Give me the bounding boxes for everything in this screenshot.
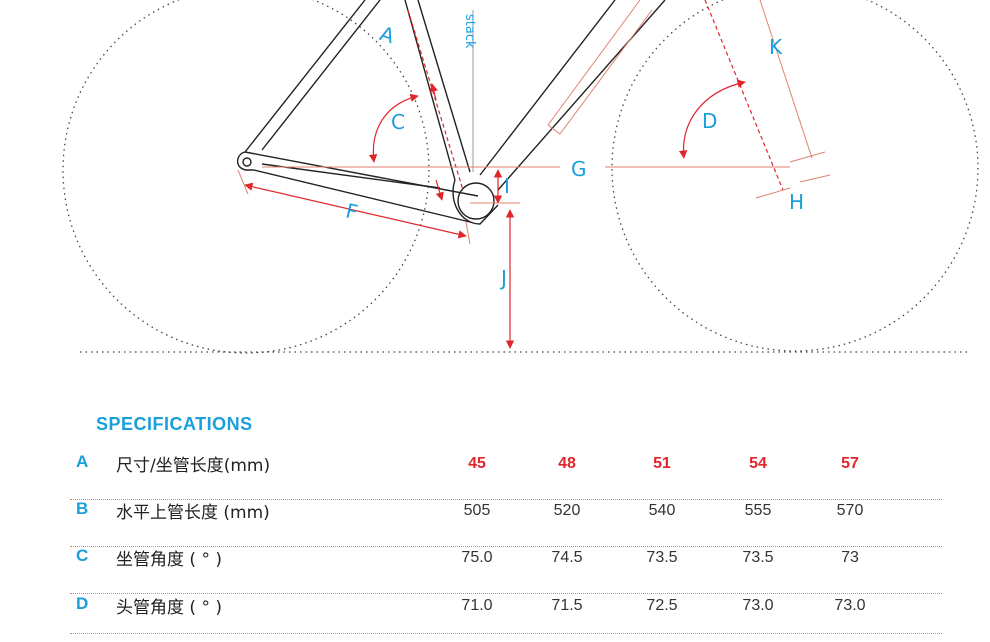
value-cell: 71.0 xyxy=(461,597,493,614)
row-divider xyxy=(70,499,942,500)
label-i: I xyxy=(504,174,510,198)
row-name: 头管角度 ( ° ) xyxy=(116,598,222,618)
bike-geometry-diagram: A stack C D G I F H J K xyxy=(62,0,979,354)
size-54: 54 xyxy=(749,455,767,472)
label-stack: stack xyxy=(462,14,477,49)
row-divider xyxy=(70,546,942,547)
value-cell: 75.0 xyxy=(461,549,493,566)
downtube-decal xyxy=(547,0,653,135)
front-wheel-outline xyxy=(611,0,979,352)
value-cell: 505 xyxy=(463,502,491,519)
value-cell: 71.5 xyxy=(551,597,583,614)
row-name: 坐管角度 ( ° ) xyxy=(116,550,222,570)
size-51: 51 xyxy=(653,455,671,472)
value-cell: 555 xyxy=(744,502,772,519)
label-g: G xyxy=(571,157,587,181)
value-cell: 73.0 xyxy=(834,597,866,614)
row-key: A xyxy=(76,452,89,471)
size-45: 45 xyxy=(468,455,486,472)
bike-frame xyxy=(236,0,666,225)
size-57: 57 xyxy=(841,455,859,472)
value-cell: 570 xyxy=(836,502,864,519)
label-j: J xyxy=(499,266,507,290)
spec-row-c: C 坐管角度 ( ° ) 75.0 74.5 73.5 73.5 73 xyxy=(70,546,942,594)
label-h: H xyxy=(789,190,804,214)
value-cell: 74.5 xyxy=(551,549,583,566)
spec-row-a: A 尺寸/坐管长度(mm) 45 48 51 54 57 xyxy=(70,452,942,500)
size-48: 48 xyxy=(558,455,576,472)
row-divider xyxy=(70,633,942,634)
value-cell: 73 xyxy=(841,549,859,566)
row-name: 尺寸/坐管长度(mm) xyxy=(116,456,271,476)
row-key: D xyxy=(76,594,89,613)
value-cell: 73.0 xyxy=(742,597,774,614)
value-cell: 540 xyxy=(648,502,676,519)
value-cell: 72.5 xyxy=(646,597,678,614)
row-divider xyxy=(70,593,942,594)
value-cell: 520 xyxy=(553,502,581,519)
dimension-lines xyxy=(237,0,831,349)
bottom-bracket xyxy=(457,182,495,220)
row-name: 水平上管长度 (mm) xyxy=(116,503,270,523)
row-key: B xyxy=(76,499,89,518)
label-f: F xyxy=(344,199,361,225)
label-a: A xyxy=(377,21,398,48)
label-k: K xyxy=(769,35,783,59)
row-key: C xyxy=(76,546,89,565)
spec-row-d: D 头管角度 ( ° ) 71.0 71.5 72.5 73.0 73.0 xyxy=(70,594,942,642)
spec-row-b: B 水平上管长度 (mm) 505 520 540 555 570 xyxy=(70,499,942,547)
specifications-title: SPECIFICATIONS xyxy=(96,414,253,434)
value-cell: 73.5 xyxy=(646,549,678,566)
label-c: C xyxy=(391,110,405,134)
rear-wheel-outline xyxy=(62,0,430,354)
value-cell: 73.5 xyxy=(742,549,774,566)
label-d: D xyxy=(702,109,717,133)
